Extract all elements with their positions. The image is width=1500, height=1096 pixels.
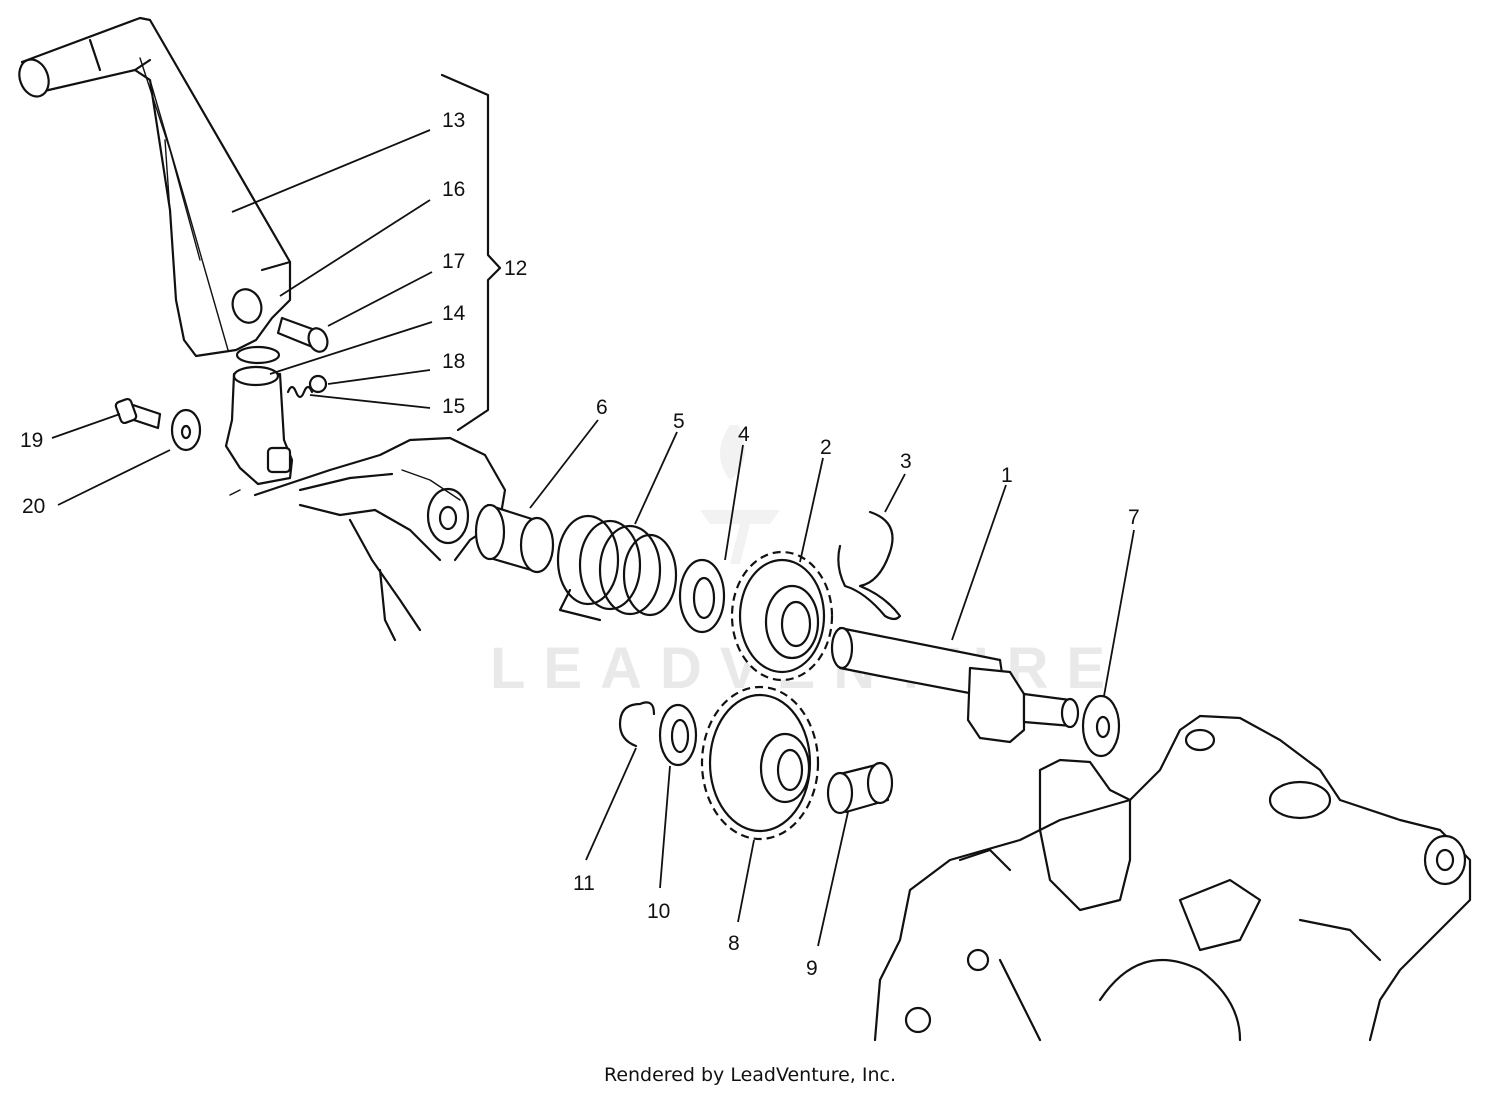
callout-11: 11 bbox=[573, 872, 595, 895]
part-8-gear bbox=[700, 685, 820, 841]
leader-lines bbox=[51, 129, 1135, 947]
callout-10: 10 bbox=[647, 900, 670, 923]
left-engine-case bbox=[229, 436, 507, 642]
watermark-logo bbox=[700, 425, 780, 564]
callout-1: 1 bbox=[1001, 464, 1013, 487]
part-20-washer bbox=[170, 408, 202, 452]
callout-12: 12 bbox=[504, 257, 527, 280]
part-16-circlip bbox=[235, 345, 281, 365]
part-5-spring bbox=[556, 514, 678, 622]
part-19-bolt bbox=[114, 397, 162, 430]
callout-2: 2 bbox=[820, 436, 832, 459]
callout-8: 8 bbox=[728, 932, 740, 955]
part-14-boss bbox=[224, 365, 294, 486]
callout-6: 6 bbox=[596, 396, 608, 419]
callout-18: 18 bbox=[442, 350, 465, 373]
part-2-gear bbox=[730, 550, 834, 682]
kick-lever bbox=[18, 16, 292, 358]
part-7-washer bbox=[1081, 694, 1121, 758]
part-18-ball bbox=[308, 374, 328, 394]
callout-5: 5 bbox=[673, 410, 685, 433]
part-6-collar bbox=[474, 503, 555, 574]
part-9-bearing bbox=[826, 761, 894, 815]
part-3-clip bbox=[837, 510, 902, 621]
callout-20: 20 bbox=[22, 495, 45, 518]
part-1-shaft bbox=[830, 626, 1080, 744]
callout-7: 7 bbox=[1128, 506, 1140, 529]
callout-4: 4 bbox=[738, 423, 750, 446]
right-engine-case bbox=[873, 714, 1472, 1042]
footer-credit: Rendered by LeadVenture, Inc. bbox=[603, 1064, 897, 1086]
part-11-circlip bbox=[618, 701, 656, 748]
callout-15: 15 bbox=[442, 395, 465, 418]
bracket-12 bbox=[440, 73, 502, 432]
callout-17: 17 bbox=[442, 250, 465, 273]
part-15-spring bbox=[286, 385, 314, 399]
part-10-washer bbox=[658, 703, 698, 767]
part-17-bolt bbox=[276, 316, 329, 353]
callout-13: 13 bbox=[442, 109, 465, 132]
callout-3: 3 bbox=[900, 450, 912, 473]
callout-14: 14 bbox=[442, 302, 466, 325]
callout-16: 16 bbox=[442, 178, 465, 201]
callout-9: 9 bbox=[806, 957, 818, 980]
callout-19: 19 bbox=[20, 429, 43, 452]
part-4-washer bbox=[678, 558, 726, 634]
